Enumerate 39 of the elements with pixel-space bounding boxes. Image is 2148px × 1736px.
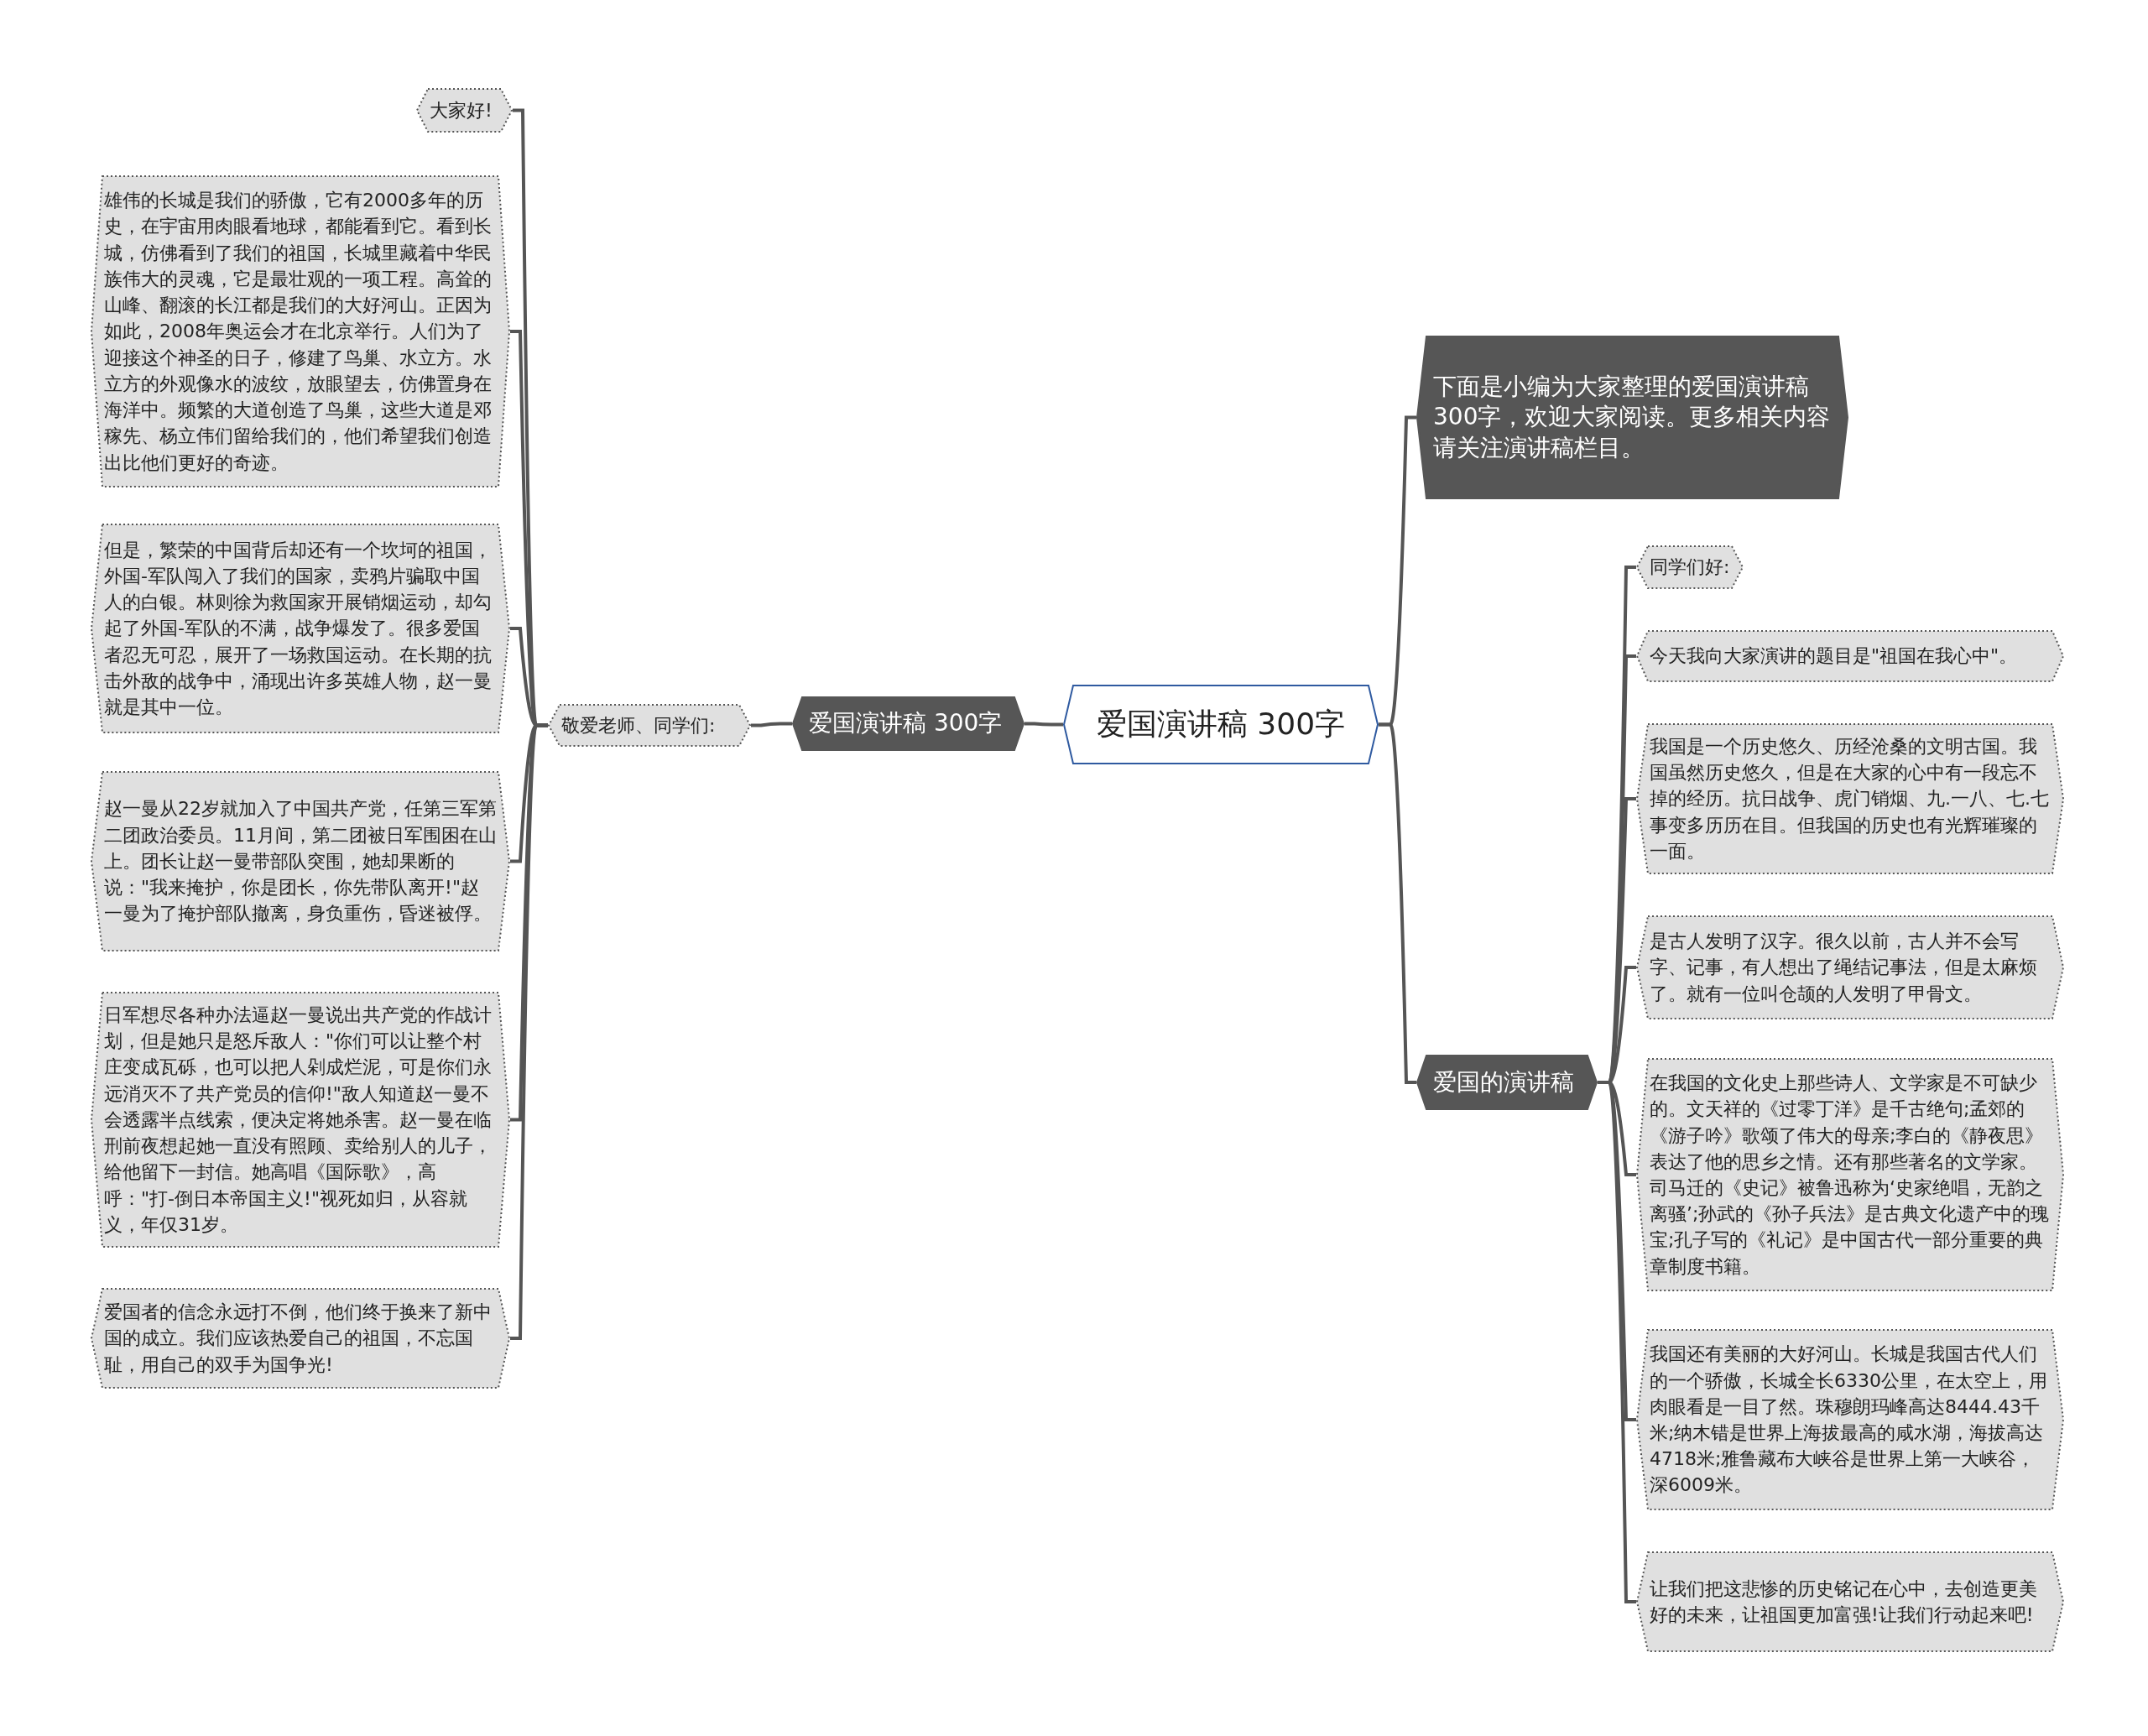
leaf-box [91,175,510,487]
connector-line [1024,722,1063,727]
leaf-text: 日军想尽各种办法逼赵一曼说出共产党的作战计划，但是她只是怒斥敌人："你们可以让整个村庄变成瓦砾，也可以把人剁成烂泥，可是你们永远消灭不了共产党员的信仰!"敌人知道赵一曼不会透露半点线索，便决定将她杀害。赵一曼在临刑前夜想起她一直没有照顾、卖给别人的儿子，给他留下一封信。她高唱《国际歌》，高呼："打-倒日本帝国主义!"视死如归，从容就义，年仅31岁。 [104,1003,493,1237]
leaf-box [1636,1329,2064,1510]
leaf-box [1636,915,2064,1019]
leaf-box [1636,1551,2064,1652]
leaf-box [1636,723,2064,874]
branch-box [1416,336,1848,499]
branch-box [792,696,1024,751]
topic-box [1063,685,1379,764]
topic-title: 爱国演讲稿 300字 [1095,706,1347,743]
leaf-box [1636,545,1744,589]
branch-text: 下面是小编为大家整理的爱国演讲稿 300字，欢迎大家阅读。更多相关内容请关注演讲稿栏目。 [1433,371,1832,463]
leaf-text: 我国还有美丽的大好河山。长城是我国古代人们的一个骄傲，长城全长6330公里，在太空上，用肉眼看是一目了然。珠穆朗玛峰高达8444.43千米;纳木错是世界上海拔最高的咸水湖，海拔高达4718米;雅鲁藏布大峡谷是世界上第一大峡谷，深6009米。 [1650,1342,2048,1498]
leaf-text: 敬爱老师、同学们: [561,713,716,738]
leaf-box [1636,630,2064,682]
leaf-box [91,992,510,1248]
leaf-text: 大家好! [430,98,493,123]
leaf-box [91,771,510,951]
leaf-box [548,704,751,747]
leaf-text: 我国是一个历史悠久、历经沧桑的文明古国。我国虽然历史悠久，但是在大家的心中有一段忘不掉的经历。抗日战争、虎门销烟、九.一八、七.七事变多历历在目。但我国的历史也有光辉璀璨的一面。 [1650,734,2050,863]
branch-text: 爱国的演讲稿 [1433,1066,1574,1097]
leaf-box [91,1288,510,1389]
leaf-text: 在我国的文化史上那些诗人、文学家是不可缺少的。文天祥的《过零丁洋》是千古绝句;孟郊的《游子吟》歌颂了伟大的母亲;李白的《静夜思》表达了他的思乡之情。还有那些著名的文学家。司马迁的《史记》被鲁迅称为‘史家绝唱，无韵之离骚’;孙武的《孙子兵法》是古典文化遗产中的瑰宝;孔子写的《礼记》是中国古代一部分重要的典章制度书籍。 [1650,1071,2051,1279]
leaf-text: 爱国者的信念永远打不倒，他们终于换来了新中国的成立。我们应该热爱自己的祖国，不忘国耻，用自己的双手为国争光! [104,1301,493,1377]
leaf-box [1636,1058,2064,1291]
leaf-text: 同学们好: [1650,555,1730,580]
leaf-text: 是古人发明了汉字。很久以前，古人并不会写字、记事，有人想出了绳结记事法，但是太麻烦了。就有一位叫仓颉的人发明了甲骨文。 [1650,930,2038,1006]
leaf-box [91,524,510,733]
connector-line [1379,722,1416,1084]
connector-line [751,722,792,727]
branch-box [1416,1055,1598,1110]
leaf-text: 让我们把这悲惨的历史铭记在心中，去创造更美好的未来，让祖国更加富强!让我们行动起来吧! [1650,1577,2038,1627]
leaf-text: 但是，繁荣的中国背后却还有一个坎坷的祖国，外国-军队闯入了我们的国家，卖鸦片骗取中国人的白银。林则徐为救国家开展销烟运动，却勾起了外国-军队的不满，战争爆发了。很多爱国者忍无可忍，展开了一场救国运动。在长期的抗击外敌的战争中，涌现出许多英雄人物，赵一曼就是其中一位。 [104,538,493,720]
leaf-text: 今天我向大家演讲的题目是"祖国在我心中"。 [1650,644,2018,669]
leaf-box [416,88,513,133]
leaf-text: 雄伟的长城是我们的骄傲，它有2000多年的历史，在宇宙用肉眼看地球，都能看到它。看到长城，仿佛看到了我们的祖国，长城里藏着中华民族伟大的灵魂，它是最壮观的一项工程。高耸的山峰、翻滚的长江都是我们的大好河山。正因为如此，2008年奥运会才在北京举行。人们为了迎接这个神圣的日子，修建了鸟巢、水立方。水立方的外观像水的波纹，放眼望去，仿佛置身在海洋中。频繁的大道创造了鸟巢，这些大道是邓稼先、杨立伟们留给我们的，他们希望我们创造出比他们更好的奇迹。 [104,189,493,475]
leaf-text: 赵一曼从22岁就加入了中国共产党，任第三军第二团政治委员。11月间，第二团被日军围困在山上。团长让赵一曼带部队突围，她却果断的说："我来掩护，你是团长，你先带队离开!"赵一曼为了掩护部队撤离，身负重伤，昏迷被俘。 [104,797,497,926]
branch-text: 爱国演讲稿 300字 [809,708,1003,739]
